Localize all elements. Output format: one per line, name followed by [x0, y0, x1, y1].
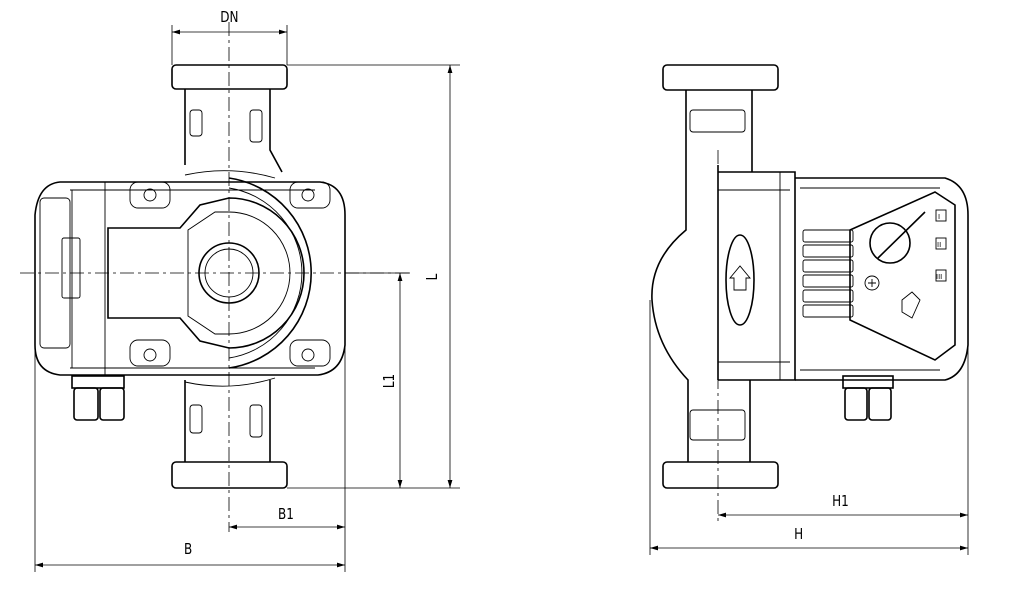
speed-grip	[802, 229, 854, 318]
dimension-lines	[34, 25, 969, 572]
dim-label-l1: L1	[379, 373, 398, 389]
logo-icon	[901, 291, 921, 319]
vent-screw-icon	[864, 275, 880, 291]
speed-selector-knob[interactable]	[869, 222, 911, 264]
dim-label-b: B	[184, 540, 193, 558]
speed-label-1: I	[938, 213, 940, 221]
side-view: I II III	[651, 64, 969, 525]
dim-label-h1: H1	[832, 492, 849, 510]
dim-label-h: H	[794, 525, 804, 543]
dim-label-b1: B1	[277, 505, 294, 523]
front-view	[20, 22, 410, 532]
dim-label-l: L	[423, 273, 442, 281]
dim-label-dn: DN	[220, 8, 239, 26]
speed-label-2: II	[937, 241, 941, 249]
speed-label-3: III	[936, 273, 942, 281]
